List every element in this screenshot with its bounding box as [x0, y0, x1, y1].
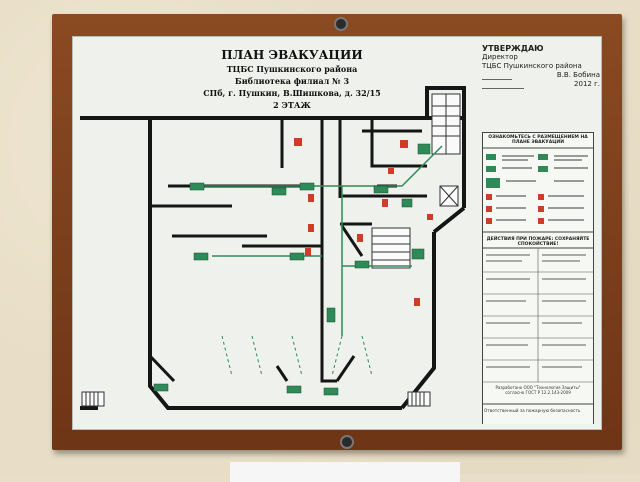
approval-org: ТЦБС Пушкинского района	[482, 62, 582, 70]
responsible-note: Ответственный за пожарную безопасность	[484, 408, 581, 413]
approval-role: Директор	[482, 53, 518, 61]
fire-actions-header: ДЕЙСТВИЯ ПРИ ПОЖАРЕ: СОХРАНЯЙТЕ СПОКОЙСТ…	[486, 237, 590, 247]
approval-signer: В.В. Бобина	[556, 71, 600, 79]
legend-header: ОЗНАКОМЬТЕСЬ С РАЗМЕЩЕНИЕМ НА ПЛАНЕ ЭВАК…	[488, 135, 588, 145]
approval-block: УТВЕРЖДАЮ Директор ТЦБС Пушкинского райо…	[482, 44, 600, 89]
plan-branch: Библиотека филиал № 3	[234, 76, 350, 86]
approval-head: УТВЕРЖДАЮ	[482, 44, 544, 53]
developer-note: Разработано ООО "Технология Защиты" согл…	[495, 385, 581, 395]
plan-floor: 2 ЭТАЖ	[273, 100, 311, 110]
legend-panel: ОЗНАКОМЬТЕСЬ С РАЗМЕЩЕНИЕМ НА ПЛАНЕ ЭВАК…	[482, 132, 594, 424]
evacuation-plan: ПЛАН ЭВАКУАЦИИ ТЦБС Пушкинского района Б…	[72, 36, 602, 430]
plan-address: СПб, г. Пушкин, В.Шишкова, д. 32/15	[203, 88, 381, 98]
top-screw	[334, 17, 348, 31]
picture-frame: ПЛАН ЭВАКУАЦИИ ТЦБС Пушкинского района Б…	[52, 14, 622, 450]
bottom-screw	[340, 435, 354, 449]
plan-org: ТЦБС Пушкинского района	[226, 64, 358, 74]
approval-year: 2012 г.	[574, 80, 600, 88]
paper-below-frame	[230, 462, 460, 482]
plan-title: ПЛАН ЭВАКУАЦИИ	[221, 48, 363, 62]
floor-plan-drawing	[80, 86, 466, 410]
